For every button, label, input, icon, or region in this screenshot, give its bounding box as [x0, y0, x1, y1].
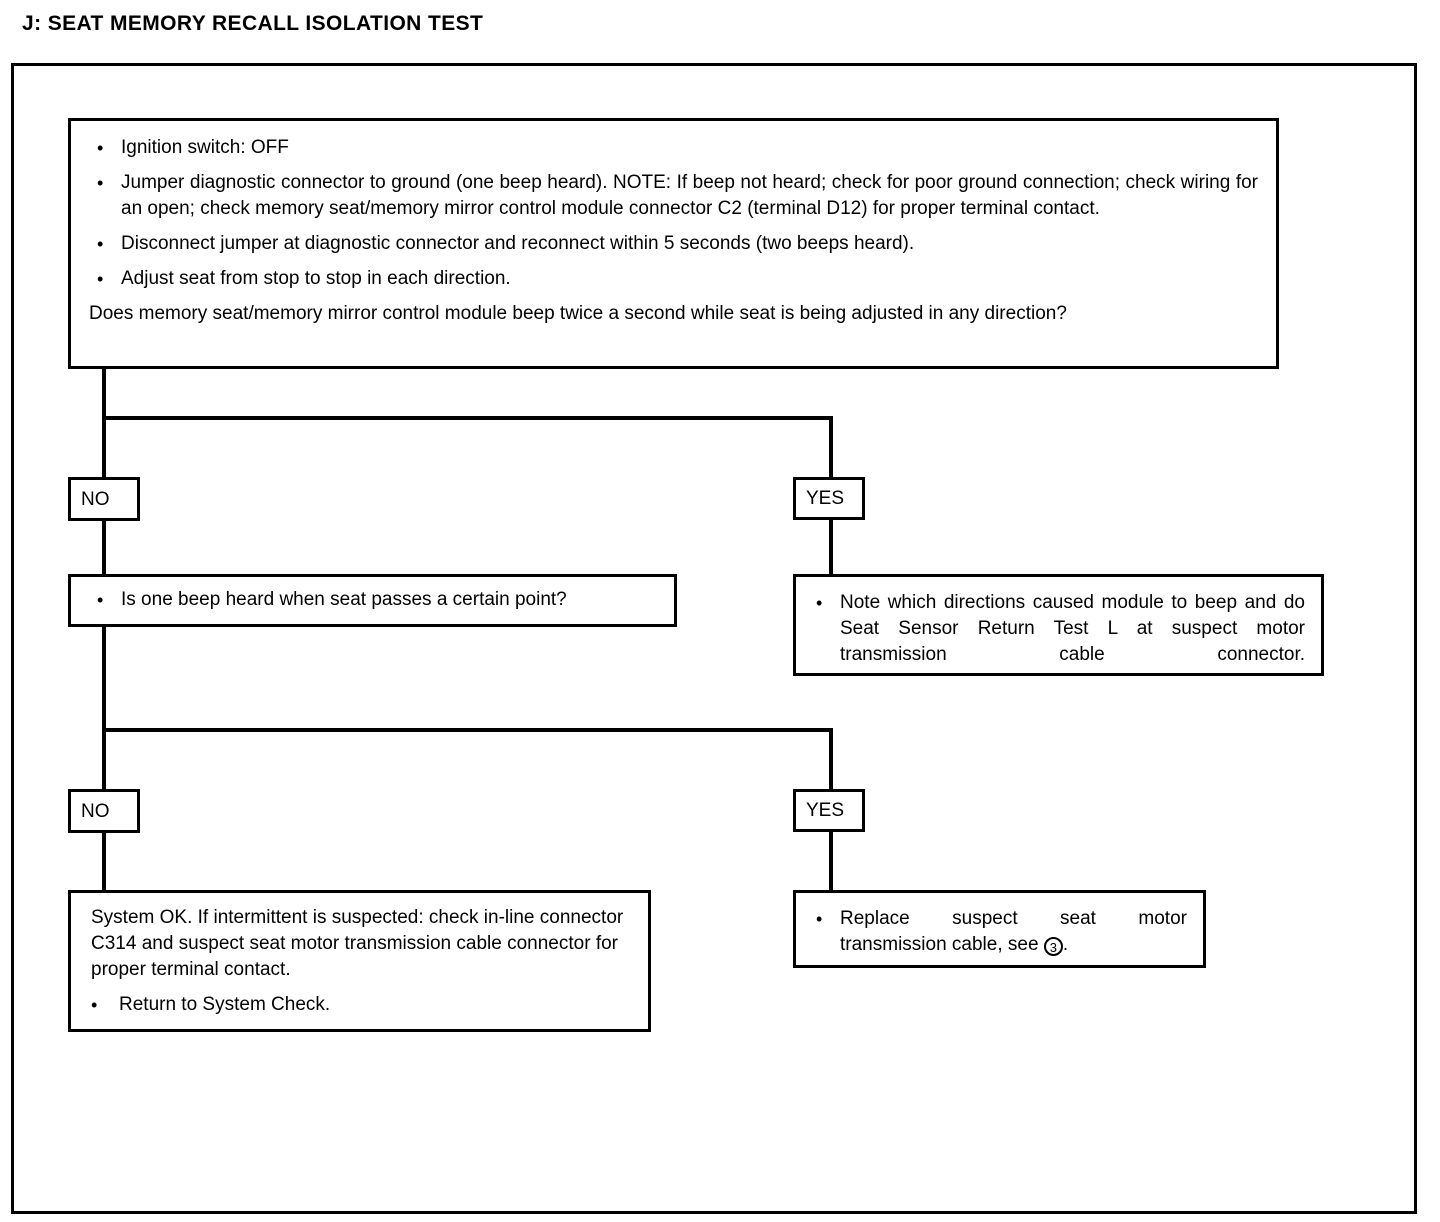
no-branch-question-block: • Is one beep heard when seat passes a c… — [68, 574, 677, 627]
connector-branch1-horizontal — [102, 416, 833, 420]
replace-word-3: motor — [1138, 908, 1187, 929]
connector-branch2-horizontal — [102, 728, 833, 732]
main-question-text: Does memory seat/memory mirror control m… — [89, 303, 1067, 324]
bullet-text: Adjust seat from stop to stop in each di… — [121, 268, 511, 289]
replace-line2-period: . — [1062, 934, 1069, 955]
diagram-outer-frame — [11, 63, 1417, 1214]
connector-yes2-to-block — [829, 830, 833, 892]
bullet-icon: • — [97, 269, 104, 289]
connector-question2-down — [102, 627, 106, 731]
bullet-text: Jumper diagnostic connector to ground (o… — [121, 172, 1258, 219]
list-item: • Return to System Check. — [91, 992, 632, 1018]
list-item: • Note which directions caused module to… — [808, 590, 1305, 694]
bullet-text: Note which directions caused module to b… — [840, 592, 1305, 665]
connector-no2-to-block — [102, 831, 106, 892]
bullet-icon: • — [97, 173, 104, 193]
decision-no-1-label: NO — [81, 488, 110, 510]
decision-yes-2[interactable]: YES — [793, 789, 865, 832]
connector-yes1-to-block — [829, 518, 833, 576]
reference-marker-3: 3 — [1043, 937, 1063, 956]
connector-no1-down — [102, 416, 106, 479]
decision-yes-1[interactable]: YES — [793, 477, 865, 520]
bullet-text: Return to System Check. — [119, 994, 331, 1015]
page-title: J: SEAT MEMORY RECALL ISOLATION TEST — [22, 12, 484, 35]
list-item: • Adjust seat from stop to stop in each … — [89, 266, 1258, 292]
main-procedure-block: • Ignition switch: OFF • Jumper diagnost… — [68, 118, 1279, 369]
bullet-icon: • — [97, 234, 104, 254]
decision-no-2[interactable]: NO — [68, 789, 140, 833]
list-item: • Jumper diagnostic connector to ground … — [89, 170, 1258, 222]
decision-no-2-label: NO — [81, 800, 110, 822]
connector-no1-to-block — [102, 519, 106, 576]
bullet-text: Is one beep heard when seat passes a cer… — [121, 589, 567, 610]
bullet-icon: • — [97, 590, 104, 610]
decision-no-1[interactable]: NO — [68, 477, 140, 521]
list-item: • Ignition switch: OFF — [89, 135, 1258, 161]
connector-yes2-down — [829, 728, 833, 791]
list-item: • Disconnect jumper at diagnostic connec… — [89, 231, 1258, 257]
bullet-text: Ignition switch: OFF — [121, 137, 289, 158]
bullet-text: Disconnect jumper at diagnostic connecto… — [121, 233, 915, 254]
replace-word-2: seat — [1060, 908, 1096, 929]
bullet-text: Replace suspect seat motor transmission … — [840, 906, 1187, 958]
replace-word-0: Replace — [840, 908, 910, 929]
bullet-icon: • — [816, 593, 823, 613]
decision-yes-2-label: YES — [806, 800, 845, 821]
replace-line2-text: transmission cable, see — [840, 934, 1039, 955]
connector-yes1-down — [829, 416, 833, 479]
system-ok-block: System OK. If intermittent is suspected:… — [68, 890, 651, 1032]
list-item: • Replace suspect seat motor transmissio… — [808, 906, 1187, 958]
bullet-icon: • — [97, 138, 104, 158]
bullet-icon: • — [91, 995, 98, 1015]
list-item: • Is one beep heard when seat passes a c… — [89, 587, 656, 613]
yes-branch-action-block: • Note which directions caused module to… — [793, 574, 1324, 676]
system-ok-paragraph: System OK. If intermittent is suspected:… — [91, 907, 624, 980]
decision-yes-1-label: YES — [806, 488, 845, 509]
connector-no2-down — [102, 728, 106, 791]
replace-word-1: suspect — [952, 908, 1018, 929]
replace-cable-block: • Replace suspect seat motor transmissio… — [793, 890, 1206, 968]
bullet-icon: • — [816, 909, 823, 929]
connector-main-down — [102, 369, 106, 420]
